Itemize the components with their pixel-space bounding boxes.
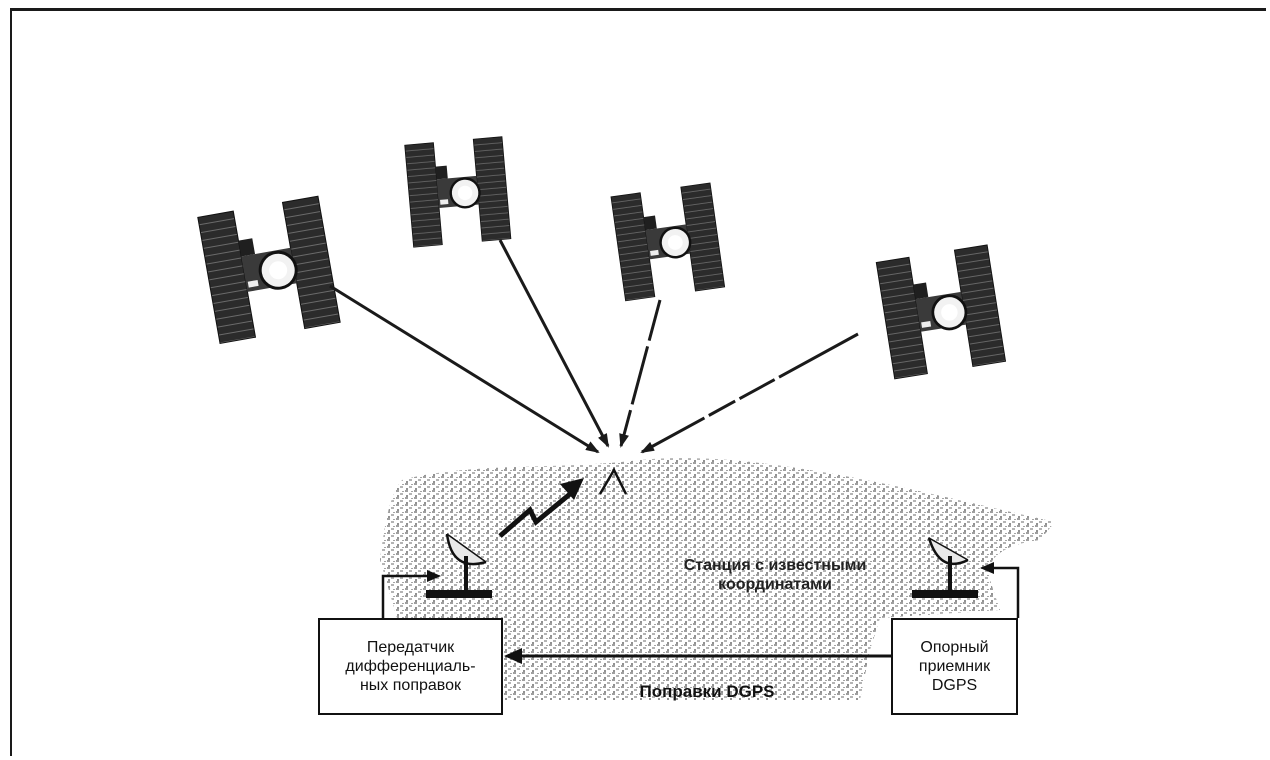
dish-antenna-icon — [426, 533, 492, 598]
satellite-icon — [609, 181, 726, 303]
terrain-area — [380, 458, 1055, 700]
diagram-frame — [10, 8, 1266, 756]
satellite-icon — [874, 243, 1007, 381]
satellite-icon — [403, 135, 513, 249]
signal-line — [640, 332, 859, 454]
signal-line — [329, 284, 600, 454]
transmitter-box: Передатчик дифференциаль- ных поправок — [318, 618, 503, 715]
dish-antenna-icon — [912, 537, 978, 598]
rover-antenna-icon — [598, 467, 628, 495]
signal-line — [619, 299, 662, 448]
signal-line — [498, 239, 610, 448]
satellite-icon — [196, 194, 342, 345]
feed-line — [994, 566, 1020, 618]
station-label: Станция с известными координатами — [683, 557, 867, 593]
feed-line — [381, 574, 427, 618]
reference-receiver-box: Опорный приемник DGPS — [891, 618, 1018, 715]
corrections-label: Поправки DGPS — [639, 682, 775, 701]
